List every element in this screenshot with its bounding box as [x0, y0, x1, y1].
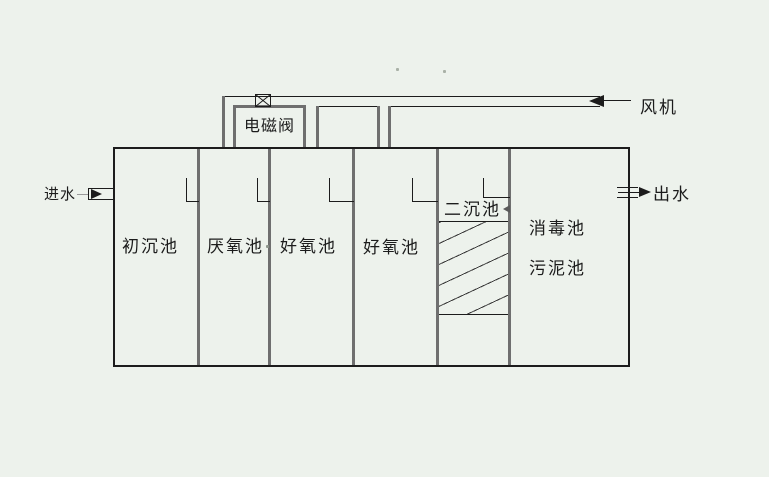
tank-label-sludge: 污泥池 — [529, 259, 586, 279]
air-drop-pipe-3 — [377, 106, 380, 147]
partition-wall-1 — [197, 149, 200, 365]
tank-label-anaerobic: 厌氧池 — [207, 237, 264, 257]
artifact-dot-2 — [443, 70, 446, 73]
tank-label-disinfection: 消毒池 — [529, 219, 586, 239]
air-drop-pipe-2 — [316, 106, 319, 147]
cursor-artifact-dot — [266, 245, 269, 248]
air-pipe-top-line — [223, 96, 600, 97]
solenoid-valve-label: 电磁阀 — [243, 116, 295, 135]
air-drop-pipe-4 — [388, 106, 391, 147]
fan-pipe-tail-line — [604, 100, 631, 101]
tank-outline — [113, 147, 630, 367]
partition-wall-4 — [436, 149, 439, 365]
tank-label-aerobic-2: 好氧池 — [363, 238, 420, 258]
outlet-line-mid — [618, 192, 640, 193]
outlet-line-top — [617, 187, 638, 188]
weir-notch-icon-3 — [329, 178, 354, 202]
partition-wall-5 — [508, 149, 511, 365]
inlet-pipe-stub — [88, 188, 114, 200]
solenoid-valve-box: 电磁阀 — [233, 105, 306, 147]
weir-notch-icon-4 — [412, 178, 438, 202]
inlet-arrow-icon — [91, 189, 102, 199]
partition-wall-2 — [268, 149, 271, 365]
valve-icon — [255, 94, 271, 107]
air-pipe-bottom-line-segment-1 — [318, 106, 379, 107]
weir-notch-icon-1 — [186, 178, 199, 202]
outlet-line-bottom — [617, 197, 638, 198]
fan-label: 风机 — [640, 98, 678, 118]
inlet-label: 进水 — [44, 185, 77, 203]
clarifier-pointer-icon — [503, 205, 510, 213]
inlet-dash — [77, 194, 88, 195]
artifact-dot-1 — [396, 68, 399, 71]
partition-wall-3 — [352, 149, 355, 365]
weir-notch-icon-2 — [257, 178, 270, 202]
tank-label-primary-sedimentation: 初沉池 — [122, 237, 179, 257]
outlet-label: 出水 — [653, 185, 691, 205]
air-flow-arrow-icon — [589, 95, 604, 107]
clarifier-hatch-pattern — [439, 221, 508, 315]
tank-label-secondary-sedimentation: 二沉池 — [444, 200, 501, 220]
outlet-arrow-icon — [639, 187, 651, 197]
air-pipe-bottom-line-segment-2 — [389, 106, 600, 107]
air-drop-pipe-1 — [222, 96, 225, 147]
weir-notch-icon-5 — [483, 178, 510, 198]
tank-label-aerobic-1: 好氧池 — [280, 237, 337, 257]
